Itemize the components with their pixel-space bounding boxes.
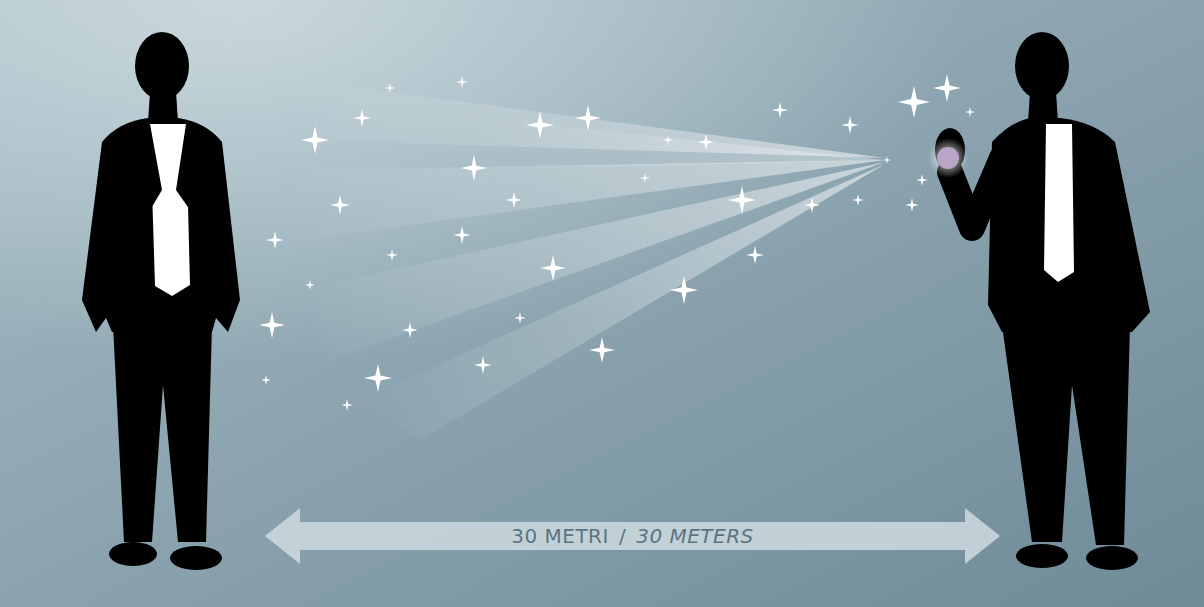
sparkle xyxy=(728,186,756,214)
sparkles xyxy=(259,74,975,411)
dimension-text: / xyxy=(619,526,626,546)
sparkle xyxy=(540,255,566,281)
sparkle xyxy=(514,312,526,324)
sparkle xyxy=(589,337,615,363)
sparkle xyxy=(353,109,371,127)
sparkle xyxy=(898,86,930,118)
sparkle xyxy=(506,192,522,208)
sparkle xyxy=(386,249,398,261)
sparkle xyxy=(933,74,961,102)
sparkle xyxy=(670,276,698,304)
sparkle xyxy=(804,197,820,213)
light-beams xyxy=(290,80,885,440)
lapel xyxy=(140,124,198,210)
dimension-text: 30 METRI xyxy=(511,526,609,546)
sparkle xyxy=(261,375,271,385)
dimension-arrow xyxy=(265,508,1000,564)
glow xyxy=(928,138,968,178)
sparkle xyxy=(453,226,471,244)
man-silhouette-left xyxy=(82,32,240,570)
sparkle xyxy=(330,195,350,215)
sparkle xyxy=(883,156,891,164)
sparkle xyxy=(663,135,673,145)
sparkle xyxy=(259,312,285,338)
sparkle xyxy=(965,107,975,117)
sparkle xyxy=(474,356,492,374)
sparkle xyxy=(698,134,714,150)
sparkle xyxy=(305,280,315,290)
sparkle xyxy=(905,198,919,212)
sparkle xyxy=(301,126,329,154)
dimension-label: 30 METRI / 30 METERS xyxy=(300,522,965,550)
glowing-ball xyxy=(937,147,959,169)
sparkle xyxy=(916,174,928,186)
sparkle xyxy=(852,194,864,206)
sparkle xyxy=(341,399,353,411)
sparkle xyxy=(772,102,788,118)
sparkle xyxy=(841,116,859,134)
shirt xyxy=(1044,124,1074,282)
sparkle xyxy=(526,111,554,139)
sparkle xyxy=(402,322,418,338)
sparkle xyxy=(456,76,468,88)
sparkle xyxy=(266,231,284,249)
sparkle xyxy=(461,155,487,181)
sparkle xyxy=(364,364,392,392)
sparkle xyxy=(746,246,764,264)
dimension-text: 30 METERS xyxy=(636,526,754,546)
sparkle xyxy=(640,173,650,183)
sparkle xyxy=(575,105,601,131)
sparkle xyxy=(385,83,395,93)
man-silhouette-right xyxy=(935,32,1150,570)
